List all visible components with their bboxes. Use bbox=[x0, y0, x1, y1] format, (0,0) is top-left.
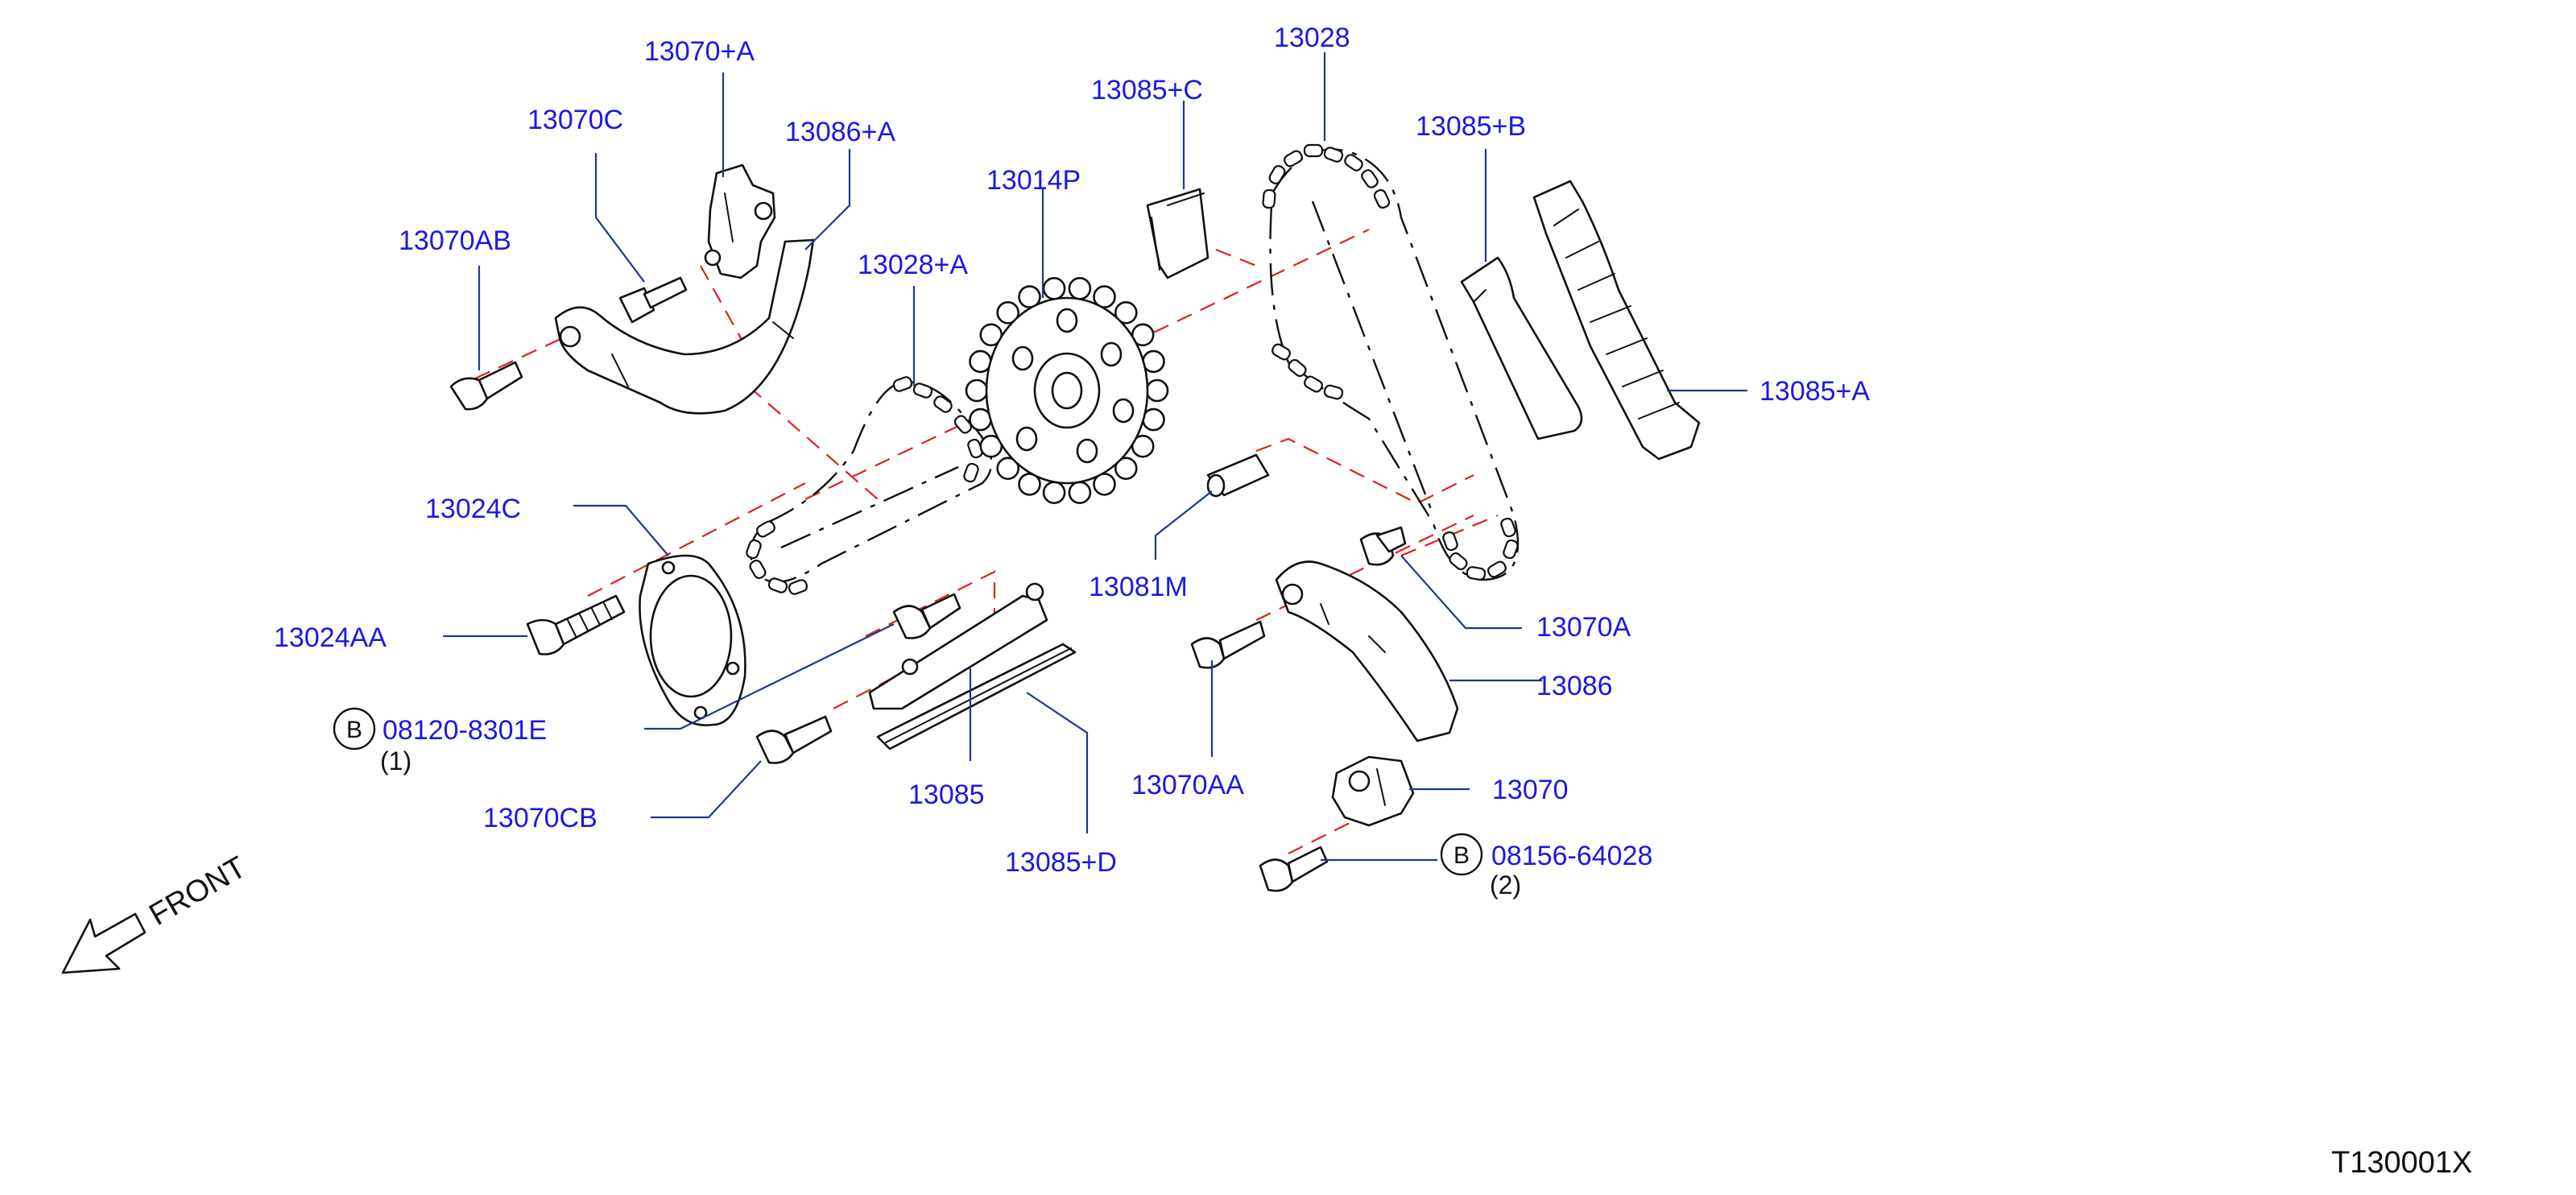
sprocket-tooth bbox=[1068, 276, 1092, 300]
sprocket-tooth bbox=[1018, 285, 1041, 308]
label-08156-64028: 08156-64028 bbox=[1491, 841, 1652, 871]
upper-slack-guide bbox=[554, 238, 815, 415]
lower-chain-tensioner bbox=[1331, 755, 1415, 827]
small-chain-guide-13085c bbox=[1146, 188, 1209, 279]
sprocket-tooth bbox=[996, 457, 1019, 481]
front-arrow-icon bbox=[61, 912, 147, 974]
pivot-bolt-13070ab bbox=[449, 361, 523, 411]
part-labels: 13070+A 13070C 13086+A 13070AB 13028+A 1… bbox=[274, 23, 1870, 899]
b-marker-08156: B bbox=[1440, 833, 1483, 876]
label-08120-quantity: (1) bbox=[380, 746, 411, 775]
label-13085-a-plus: 13085+A bbox=[1759, 376, 1870, 407]
chain-guide-rail-13085d bbox=[876, 643, 1077, 750]
label-13085-d-plus: 13085+D bbox=[1005, 847, 1117, 878]
cam-sprocket bbox=[965, 276, 1169, 505]
primary-chain-links-top bbox=[1262, 143, 1391, 209]
sprocket-tooth bbox=[1114, 300, 1138, 325]
label-13070: 13070 bbox=[1492, 775, 1569, 805]
label-13070aa: 13070AA bbox=[1131, 770, 1244, 800]
label-13070-a-plus: 13070+A bbox=[644, 36, 755, 67]
chain-guide-rail-13085 bbox=[868, 582, 1048, 710]
sprocket-tooth bbox=[965, 378, 989, 403]
bolt-08120 bbox=[892, 593, 961, 639]
sprocket-tooth bbox=[996, 300, 1019, 325]
label-13070a: 13070A bbox=[1536, 612, 1631, 643]
svg-text:B: B bbox=[346, 717, 362, 743]
label-13086: 13086 bbox=[1536, 671, 1613, 701]
b-marker-08120: B bbox=[333, 707, 376, 750]
sprocket-bolt-13024aa bbox=[526, 594, 626, 655]
pivot-bolt-13070aa bbox=[1190, 620, 1266, 669]
tensioner-bolt-13070c bbox=[618, 276, 688, 324]
label-13085-b-plus: 13085+B bbox=[1416, 111, 1526, 142]
label-08120-8301e: 08120-8301E bbox=[382, 715, 547, 746]
sprocket-tooth bbox=[1145, 378, 1169, 403]
sprocket-tooth bbox=[1068, 481, 1092, 505]
sprocket-tooth bbox=[1114, 457, 1138, 481]
chain-guide-13085b bbox=[1460, 256, 1583, 440]
label-13024aa: 13024AA bbox=[274, 622, 387, 653]
secondary-timing-chain bbox=[746, 376, 993, 595]
sprocket-tooth bbox=[1042, 276, 1066, 300]
label-13081m: 13081M bbox=[1089, 572, 1188, 602]
sprocket-tooth bbox=[1093, 285, 1116, 308]
label-13014p: 13014P bbox=[986, 165, 1081, 196]
primary-chain-links-bottom bbox=[1442, 517, 1519, 581]
sprocket-teeth bbox=[965, 276, 1169, 505]
drawing-id: T130001X bbox=[2331, 1146, 2472, 1180]
label-13086-a-plus: 13086+A bbox=[785, 117, 895, 147]
label-13070cb: 13070CB bbox=[483, 803, 597, 833]
front-direction-indicator: FRONT bbox=[61, 850, 252, 974]
assembly-centerlines bbox=[474, 229, 1499, 854]
svg-text:B: B bbox=[1453, 842, 1470, 869]
sprocket-tooth bbox=[1093, 473, 1116, 496]
sprocket-tooth bbox=[1018, 473, 1041, 496]
label-13070ab: 13070AB bbox=[399, 225, 511, 256]
bolt-13070cb bbox=[755, 715, 833, 764]
bolt-13070a bbox=[1359, 526, 1407, 566]
chain-links-upper bbox=[892, 376, 983, 483]
label-13070c: 13070C bbox=[527, 105, 623, 135]
front-label: FRONT bbox=[144, 850, 252, 932]
label-13085: 13085 bbox=[908, 779, 985, 810]
primary-chain-links-mid bbox=[1271, 343, 1344, 400]
chain-guide-13085a bbox=[1532, 180, 1701, 461]
leader-lines bbox=[443, 52, 1747, 862]
label-13085-c-plus: 13085+C bbox=[1091, 75, 1203, 105]
upper-chain-tensioner bbox=[704, 163, 776, 279]
chain-links-lower bbox=[746, 520, 808, 595]
label-13024c: 13024C bbox=[425, 494, 521, 524]
primary-timing-chain bbox=[1262, 143, 1520, 581]
label-08156-quantity: (2) bbox=[1490, 870, 1521, 899]
bolt-08156 bbox=[1259, 846, 1329, 892]
dowel-pin-13081m bbox=[1206, 453, 1270, 498]
label-13028-a-plus: 13028+A bbox=[858, 250, 968, 280]
lower-slack-guide bbox=[1275, 560, 1459, 742]
gasket-plate bbox=[639, 554, 746, 726]
sprocket-tooth bbox=[1042, 481, 1066, 505]
label-13028: 13028 bbox=[1274, 23, 1350, 53]
